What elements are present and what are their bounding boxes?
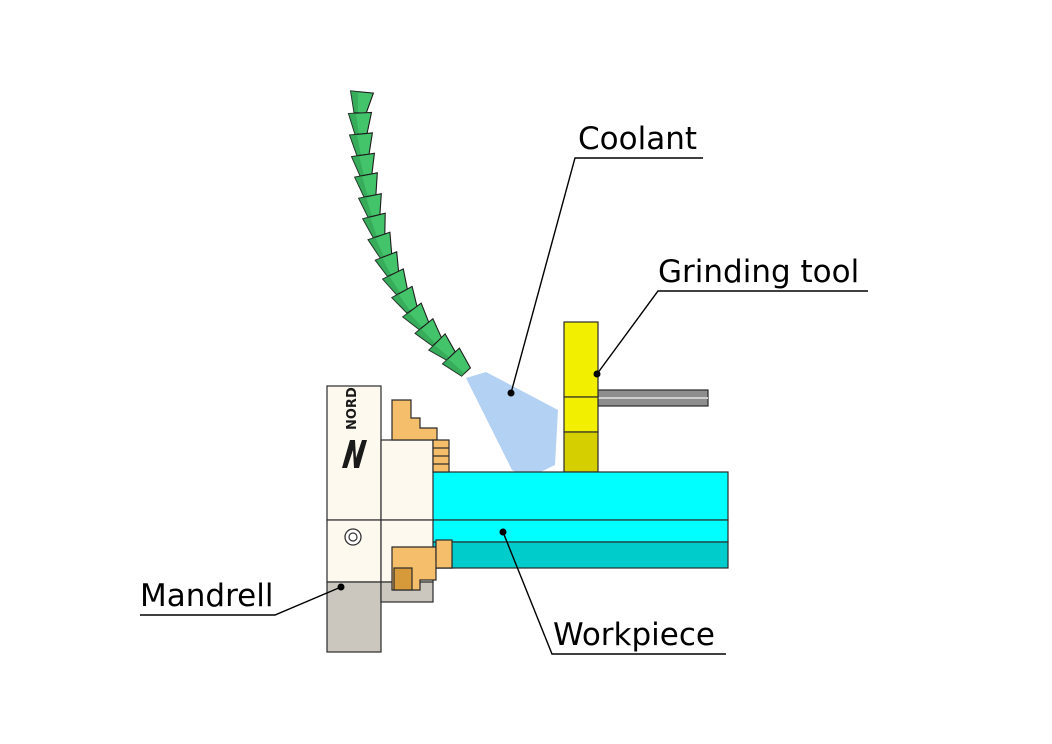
nozzle-segment-shade bbox=[428, 344, 450, 361]
nozzle-segment-shade bbox=[391, 294, 411, 313]
lower-jaw-block bbox=[393, 567, 413, 591]
nozzle-segment-shade bbox=[402, 312, 423, 330]
mandrell-body-top bbox=[380, 439, 434, 521]
nozzle-segment-shade bbox=[442, 358, 465, 377]
coolant-leader-dot bbox=[507, 389, 515, 397]
grinding-tool-lower bbox=[563, 431, 599, 473]
mandrell-leader bbox=[140, 586, 342, 616]
workpiece-lower bbox=[431, 519, 729, 543]
nozzle-segment-shade bbox=[350, 90, 358, 113]
upper-clamp-jaw bbox=[391, 399, 438, 441]
grinding-tool-leader bbox=[596, 290, 868, 375]
nozzle-segment-shade bbox=[349, 134, 361, 156]
mandrell-label: Mandrell bbox=[140, 578, 273, 614]
nozzle-segment-shade bbox=[354, 175, 368, 198]
lower-jaw-step bbox=[435, 539, 453, 569]
workpiece-leader-dot bbox=[499, 528, 507, 536]
grinding-tool-leader-dot bbox=[593, 370, 601, 378]
mandrell-leader-dot bbox=[337, 583, 345, 591]
nozzle-segment-shade bbox=[368, 237, 384, 258]
grinding-tool-middle bbox=[563, 396, 599, 433]
coolant-leader bbox=[510, 157, 703, 394]
nord-logo: NORD bbox=[342, 387, 367, 468]
logo-text: NORD bbox=[345, 387, 360, 430]
nozzle-segment-shade bbox=[415, 328, 436, 346]
grinding-tool-upper bbox=[563, 321, 599, 398]
workpiece-leader bbox=[502, 531, 726, 655]
nozzle-segment-shade bbox=[375, 257, 391, 277]
grinding-tool-label: Grinding tool bbox=[658, 254, 859, 290]
nozzle-segment-shade bbox=[382, 275, 401, 295]
nozzle-segment-shade bbox=[351, 155, 364, 176]
coolant-nozzle bbox=[347, 90, 472, 377]
screw-icon bbox=[344, 528, 362, 546]
workpiece-label: Workpiece bbox=[553, 617, 715, 653]
coolant-label: Coolant bbox=[578, 121, 697, 157]
upper-jaw-teeth bbox=[433, 447, 449, 465]
mandrell-plate-shade bbox=[326, 581, 382, 653]
nozzle-segment-shade bbox=[358, 196, 372, 218]
nozzle-segment-shade bbox=[348, 113, 359, 135]
workpiece-shade bbox=[431, 541, 729, 569]
workpiece-upper bbox=[431, 471, 729, 521]
coolant-spray bbox=[466, 372, 558, 478]
nozzle-segment-shade bbox=[362, 217, 377, 238]
